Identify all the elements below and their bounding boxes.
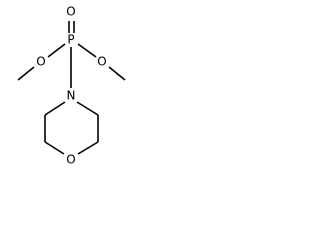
p-o-left-bond [47, 43, 66, 58]
atom-label-ring-oxygen: O [66, 153, 75, 167]
left-methyl-bond [17, 66, 35, 81]
atom-label-methoxy-oxygen-right: O [97, 55, 106, 69]
chemical-structure-diagram: P O O O N O [17, 5, 126, 167]
atom-label-phosphorus: P [67, 33, 74, 47]
right-methyl-bond [108, 66, 126, 81]
atom-label-oxo-oxygen: O [66, 5, 75, 19]
atom-label-nitrogen: N [67, 89, 76, 103]
morpholine-ring [44, 101, 99, 155]
p-o-double-bond [68, 21, 75, 33]
atom-label-methoxy-oxygen-left: O [36, 55, 45, 69]
p-o-right-bond [77, 43, 97, 58]
